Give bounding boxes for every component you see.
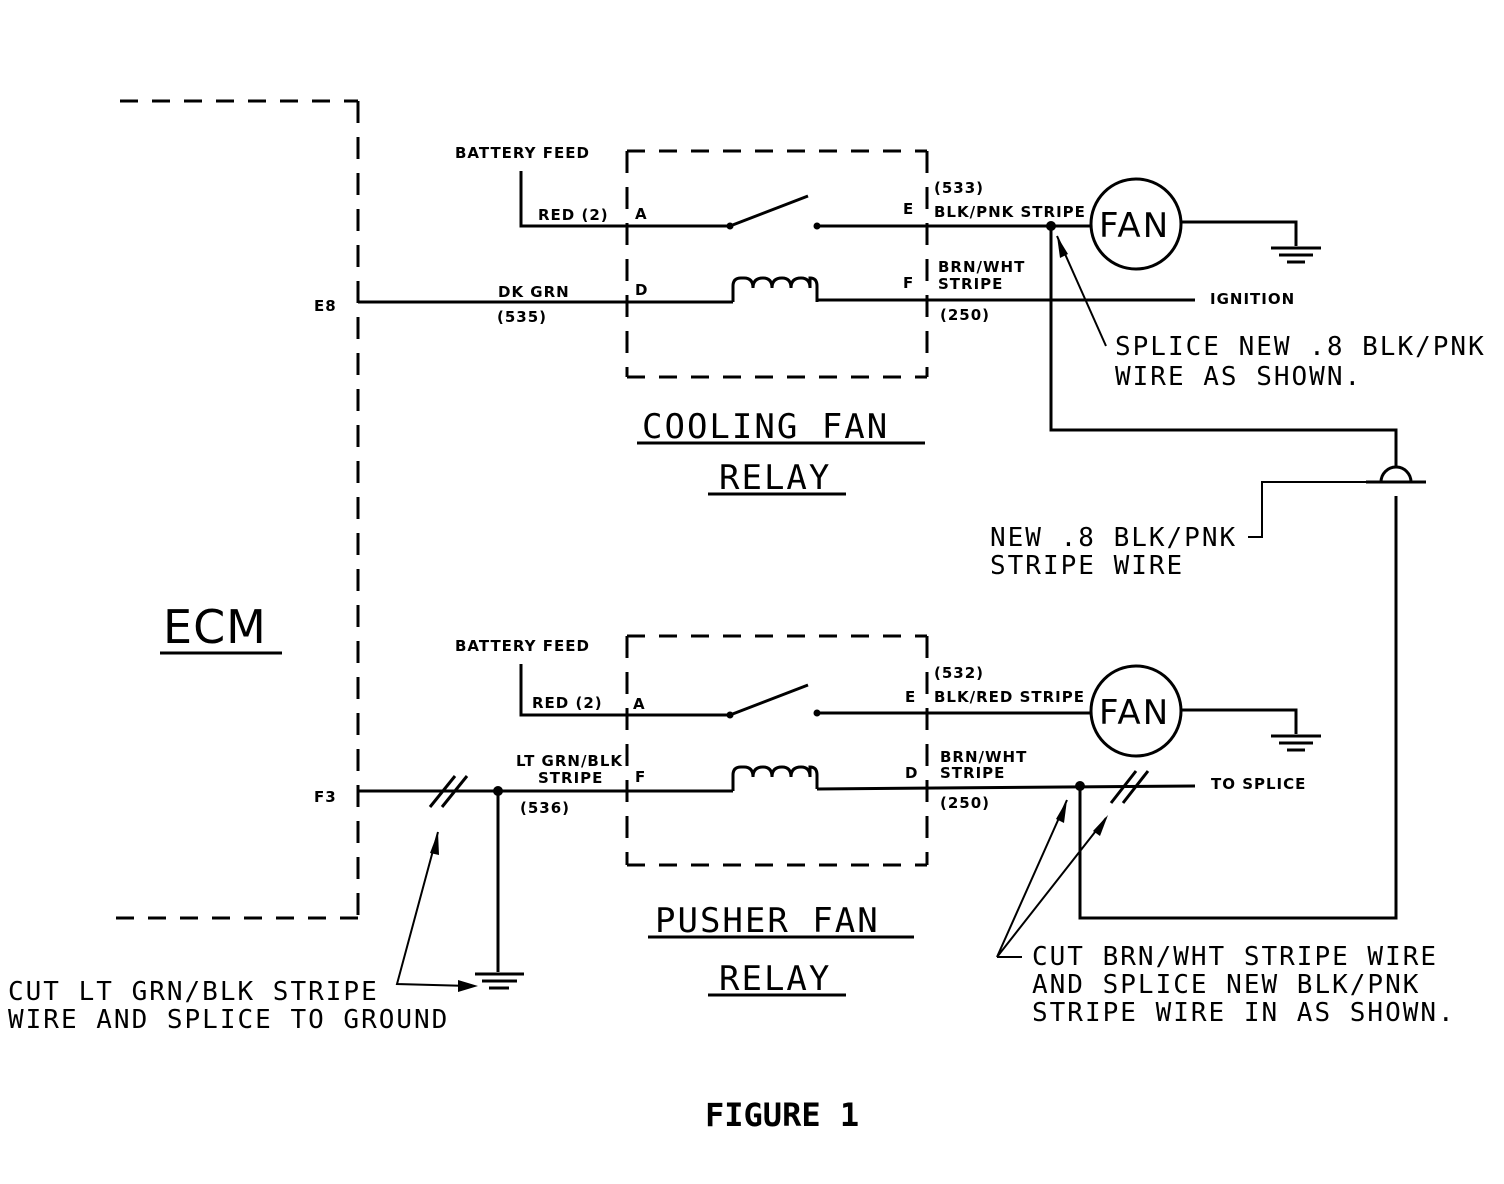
new-wire-note-line1: NEW .8 BLK/PNK bbox=[990, 523, 1237, 553]
cooling-blk-pnk-label: BLK/PNK STRIPE bbox=[934, 203, 1086, 221]
pusher-fan-label: FAN bbox=[1099, 693, 1170, 733]
cooling-circuit-250: (250) bbox=[940, 306, 990, 324]
cooling-pin-e: E bbox=[903, 200, 914, 218]
cooling-relay-title-line2: RELAY bbox=[719, 458, 831, 498]
cooling-pin-a: A bbox=[635, 205, 648, 223]
figure-caption: FIGURE 1 bbox=[705, 1096, 859, 1134]
cut-brn-arrowhead-2 bbox=[1093, 815, 1108, 836]
cooling-battery-feed-label: BATTERY FEED bbox=[455, 144, 590, 162]
splice-note-line1: SPLICE NEW .8 BLK/PNK bbox=[1115, 332, 1486, 362]
pusher-brn-wht-wire bbox=[816, 784, 1196, 791]
cooling-relay-box bbox=[625, 149, 929, 379]
pusher-battery-wire bbox=[519, 664, 730, 717]
cooling-battery-wire bbox=[519, 171, 730, 228]
pusher-relay-coil bbox=[731, 765, 819, 791]
cooling-relay-title-line1: COOLING FAN bbox=[642, 407, 889, 447]
new-wire-note-line2: STRIPE WIRE bbox=[990, 551, 1184, 581]
cut-brn-note-line3: STRIPE WIRE IN AS SHOWN. bbox=[1032, 998, 1456, 1028]
pusher-circuit-532: (532) bbox=[934, 664, 984, 682]
ignition-label: IGNITION bbox=[1210, 290, 1295, 308]
cut-ground-leader-line bbox=[395, 831, 471, 987]
cut-ground-arrowhead-1 bbox=[430, 832, 439, 855]
pusher-fan-motor bbox=[1089, 664, 1183, 758]
cooling-circuit-533: (533) bbox=[934, 179, 984, 197]
ecm-pin-f3: F3 bbox=[314, 788, 337, 806]
cut-brn-note-line2: AND SPLICE NEW BLK/PNK bbox=[1032, 970, 1420, 1000]
cut-mark-right-1 bbox=[1109, 770, 1138, 804]
cut-brn-note-line1: CUT BRN/WHT STRIPE WIRE bbox=[1032, 942, 1438, 972]
new-wire-leader-line bbox=[1248, 481, 1366, 538]
cooling-circuit-535: (535) bbox=[497, 308, 547, 326]
pusher-red-wire-label: RED (2) bbox=[532, 694, 603, 712]
pusher-stripe-label: STRIPE bbox=[940, 764, 1005, 782]
pusher-lt-grn-blk-label: LT GRN/BLK bbox=[516, 752, 623, 770]
cooling-red-wire-label: RED (2) bbox=[538, 206, 609, 224]
cooling-pin-d: D bbox=[635, 281, 648, 299]
pusher-relay-box bbox=[625, 634, 929, 867]
pusher-fan-ground-wire bbox=[1182, 708, 1298, 734]
ecm-pin-e8: E8 bbox=[314, 297, 337, 315]
pusher-pin-a: A bbox=[633, 695, 646, 713]
cut-brn-arrowhead-1 bbox=[1056, 800, 1067, 823]
pusher-lt-stripe-label: STRIPE bbox=[538, 769, 603, 787]
ground-icon bbox=[1271, 246, 1321, 264]
cooling-switch-arm bbox=[729, 194, 809, 228]
splice-arrowhead bbox=[1057, 236, 1068, 258]
pusher-pin-d: D bbox=[905, 764, 918, 782]
cut-mark-left-2 bbox=[440, 775, 469, 808]
cut-mark-left-1 bbox=[428, 775, 457, 808]
cooling-stripe-label: STRIPE bbox=[938, 275, 1003, 293]
pusher-relay-title-line2: RELAY bbox=[719, 959, 831, 999]
ecm-box bbox=[104, 99, 360, 920]
wire-crossover-hop bbox=[1379, 465, 1413, 483]
brn-wht-splice-dot bbox=[1075, 781, 1085, 791]
cooling-fan-ground-wire bbox=[1182, 220, 1298, 246]
cut-ground-arrowhead-2 bbox=[458, 980, 478, 992]
pusher-blk-red-label: BLK/RED STRIPE bbox=[934, 688, 1085, 706]
cut-mark-right-2 bbox=[1121, 770, 1150, 804]
cooling-dk-grn-label: DK GRN bbox=[498, 283, 570, 301]
ground-icon bbox=[475, 972, 524, 990]
ground-icon bbox=[1271, 734, 1321, 752]
ecm-label: ECM bbox=[163, 600, 267, 654]
cooling-relay-coil bbox=[731, 276, 819, 302]
cooling-brn-wht-label: BRN/WHT bbox=[938, 258, 1025, 276]
to-splice-label: TO SPLICE bbox=[1211, 775, 1306, 793]
cooling-fan-motor bbox=[1089, 177, 1183, 271]
cooling-fan-label: FAN bbox=[1099, 206, 1170, 246]
pusher-battery-feed-label: BATTERY FEED bbox=[455, 637, 590, 655]
pusher-relay-title-line1: PUSHER FAN bbox=[655, 901, 880, 941]
new-blk-pnk-wire bbox=[1049, 226, 1398, 468]
pusher-switch-arm bbox=[729, 683, 809, 717]
cut-ground-note-line1: CUT LT GRN/BLK STRIPE bbox=[8, 977, 379, 1007]
pusher-pin-f: F bbox=[635, 768, 646, 786]
cut-ground-note-line2: WIRE AND SPLICE TO GROUND bbox=[8, 1005, 449, 1035]
pusher-circuit-250: (250) bbox=[940, 794, 990, 812]
splice-note-line2: WIRE AS SHOWN. bbox=[1115, 362, 1362, 392]
pusher-pin-e: E bbox=[905, 688, 916, 706]
pusher-circuit-536: (536) bbox=[520, 799, 570, 817]
pusher-brn-wht-label: BRN/WHT bbox=[940, 748, 1027, 766]
cooling-pin-f: F bbox=[903, 274, 914, 292]
cut-brn-leader-line bbox=[996, 799, 1107, 958]
